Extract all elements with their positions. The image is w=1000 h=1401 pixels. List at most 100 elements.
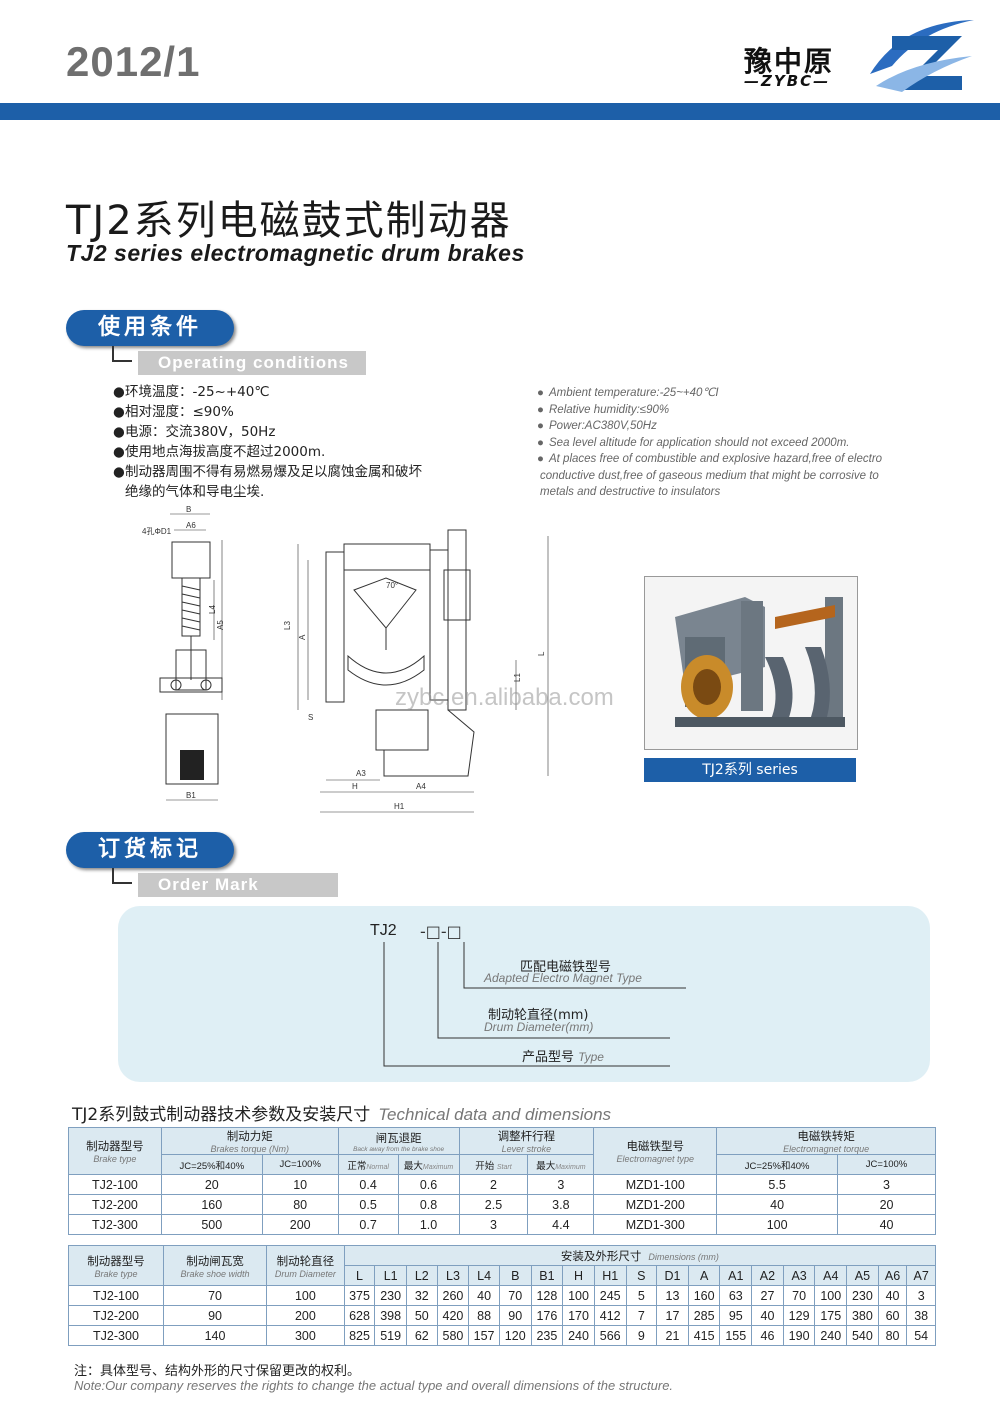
dim-label-a3: A3: [356, 769, 366, 778]
table-cell: 155: [719, 1325, 753, 1346]
order-mark-lines: [383, 942, 686, 1067]
table-cell: 245: [593, 1285, 627, 1306]
condition-item-en: conductive dust,free of gaseous medium t…: [540, 469, 879, 482]
table-cell: TJ2-300: [68, 1325, 164, 1346]
dim-label-h: H: [352, 782, 358, 791]
table-cell: 3.8: [527, 1194, 595, 1215]
table-cell: 70: [162, 1285, 268, 1306]
brake-technical-drawing: B 4孔ΦD1 A6 A5 L4 B1 70° L3 A S: [142, 505, 549, 813]
table-cell: 60: [877, 1305, 908, 1326]
table-cell: 3: [458, 1214, 529, 1235]
condition-item-en: ●Ambient temperature:-25~+40℃I: [537, 387, 719, 399]
operating-badge: 使用条件: [66, 310, 234, 346]
table-cell: 40: [751, 1305, 784, 1326]
table-cell: 230: [846, 1285, 879, 1306]
subcol-max: 最大Maximum: [397, 1154, 460, 1175]
table-cell: 825: [343, 1325, 376, 1346]
condition-item-en: ●Sea level altitude for application shou…: [537, 436, 850, 449]
dim-label-l1: L1: [513, 673, 522, 682]
order-item-magnet: 匹配电磁铁型号: [520, 960, 612, 975]
dim-label-a6: A6: [186, 521, 196, 530]
order-code-suffix: -□-□: [420, 922, 462, 941]
table-cell: 412: [593, 1305, 627, 1326]
table-cell: 176: [530, 1305, 564, 1326]
subcol-max: 最大Maximum: [527, 1154, 595, 1175]
dim-header-cell: D1: [656, 1265, 689, 1286]
table-cell: 420: [436, 1305, 470, 1326]
operating-subtitle: Operating conditions: [138, 351, 366, 375]
table-cell: 129: [782, 1305, 816, 1326]
table-cell: 1.0: [397, 1214, 460, 1235]
dim-header-cell: A1: [719, 1265, 753, 1286]
condition-item-en: ●Power:AC380V,50Hz: [537, 420, 657, 432]
table-cell: 70: [498, 1285, 532, 1306]
table-cell: 0.8: [397, 1194, 460, 1215]
table-cell: 9: [625, 1325, 658, 1346]
table-cell: 21: [656, 1325, 689, 1346]
table-cell: 46: [751, 1325, 784, 1346]
table-cell: 7: [625, 1305, 658, 1326]
order-item-drum: 制动轮直径(mm): [488, 1008, 589, 1023]
dim-header-cell: A4: [814, 1265, 848, 1286]
table-cell: 190: [782, 1325, 816, 1346]
table-cell: 20: [837, 1194, 936, 1215]
table-cell: 200: [261, 1214, 339, 1235]
table-cell: 70: [782, 1285, 816, 1306]
table-cell: 2: [458, 1174, 529, 1195]
order-code: TJ2: [370, 922, 397, 939]
table-cell: 100: [266, 1285, 345, 1306]
zybc-logo-icon: [870, 20, 974, 92]
table-cell: 80: [877, 1325, 908, 1346]
table-cell: 100: [716, 1214, 839, 1235]
dim-label-a5: A5: [216, 620, 225, 630]
table-cell: TJ2-200: [68, 1194, 162, 1215]
table-cell: 300: [266, 1325, 345, 1346]
table-cell: 40: [716, 1194, 839, 1215]
table-cell: MZD1-100: [593, 1174, 718, 1195]
page-title-cn: TJ2系列电磁鼓式制动器: [66, 198, 512, 244]
table-cell: 140: [162, 1325, 268, 1346]
page-title-en: TJ2 series electromagnetic drum brakes: [66, 240, 525, 266]
table-cell: 200: [266, 1305, 345, 1326]
subcol-jc40: JC=25%和40%: [716, 1154, 839, 1175]
dim-label-h1: H1: [394, 802, 405, 811]
subcol-jc40: JC=25%和40%: [160, 1154, 263, 1175]
condition-item: ●使用地点海拔高度不超过2000m.: [113, 444, 326, 460]
table-cell: 240: [562, 1325, 595, 1346]
subcol-jc100: JC=100%: [837, 1154, 936, 1175]
table-cell: 519: [374, 1325, 407, 1346]
note-cn: 注：具体型号、结构外形的尺寸保留更改的权利。: [74, 1364, 361, 1379]
table-cell: TJ2-100: [68, 1174, 162, 1195]
dim-label-b: B: [186, 505, 191, 514]
condition-item: ●环境温度：-25~+40℃: [113, 384, 270, 400]
condition-item-en: metals and destructive to insulators: [540, 486, 721, 498]
table-cell: 100: [562, 1285, 595, 1306]
dim-header-cell: H1: [593, 1265, 627, 1286]
brand-name-cn: 豫中原: [744, 45, 835, 78]
table-cell: 160: [160, 1194, 263, 1215]
table-cell: 157: [468, 1325, 500, 1346]
table-cell: 5: [625, 1285, 658, 1306]
table-cell: 285: [687, 1305, 721, 1326]
order-subtitle: Order Mark: [138, 873, 338, 897]
page-year: 2012/1: [66, 38, 201, 85]
table-cell: 580: [436, 1325, 470, 1346]
watermark: zybc.en.alibaba.com: [395, 684, 614, 711]
dim-label-l: L: [537, 651, 546, 656]
section-connector: [112, 868, 132, 884]
section-connector: [112, 346, 132, 362]
table-cell: 40: [837, 1214, 936, 1235]
conditions-cn-list: ●环境温度：-25~+40℃ ●相对湿度：≤90% ●电源：交流380V，50H…: [113, 382, 422, 502]
table-cell: 100: [814, 1285, 848, 1306]
condition-item: ●相对湿度：≤90%: [113, 404, 234, 420]
table-cell: 27: [751, 1285, 784, 1306]
